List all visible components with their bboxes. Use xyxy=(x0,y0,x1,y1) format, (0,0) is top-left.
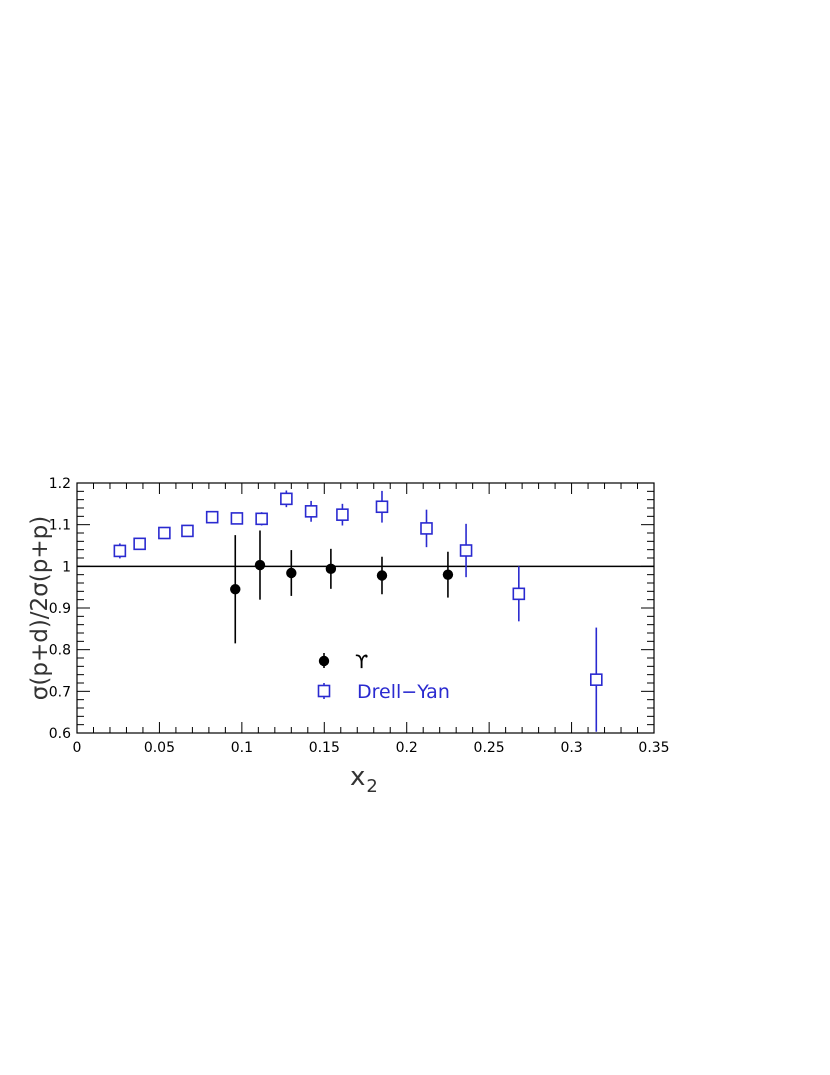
drell-yan-point xyxy=(336,508,349,521)
y-tick-label: 0.6 xyxy=(49,726,71,742)
marks-layer xyxy=(77,490,654,732)
drell-yan-point xyxy=(133,537,146,551)
upsilon-point xyxy=(442,569,454,580)
drell-yan-point xyxy=(181,524,194,538)
drell-yan-point xyxy=(158,526,171,540)
y-tick-label: 0.7 xyxy=(49,684,71,700)
upsilon-point xyxy=(376,570,388,581)
x-tick-label: 0.05 xyxy=(144,740,175,756)
x-tick-label: 0 xyxy=(73,740,82,756)
legend-drell-yan-label: Drell−Yan xyxy=(357,681,450,703)
ticks-layer xyxy=(76,482,655,734)
drell-yan-point xyxy=(113,544,127,558)
upsilon-point xyxy=(286,567,297,579)
y-tick-label: 0.8 xyxy=(49,643,71,659)
y-tick-label: 1.1 xyxy=(49,518,71,534)
y-tick-label: 1 xyxy=(62,559,71,575)
x-tick-label: 0.25 xyxy=(474,740,505,756)
x-tick-label: 0.15 xyxy=(309,740,340,756)
x-axis-title: x2 xyxy=(350,762,378,797)
upsilon-point xyxy=(230,584,241,595)
x-tick-label: 0.3 xyxy=(560,740,582,756)
legend-drell-yan-marker xyxy=(317,684,331,698)
drell-yan-point xyxy=(420,522,433,535)
drell-yan-point xyxy=(280,492,293,506)
drell-yan-point xyxy=(304,505,318,518)
y-tick-label: 0.9 xyxy=(49,601,71,617)
legend-upsilon-label: ϒ xyxy=(355,651,368,673)
y-tick-label: 1.2 xyxy=(49,476,71,492)
drell-yan-point xyxy=(205,510,219,524)
legend-upsilon-marker xyxy=(318,655,330,667)
drell-yan-point xyxy=(230,512,244,525)
y-axis-title: σ(p+d)/2σ(p+p) xyxy=(27,516,53,700)
drell-yan-point xyxy=(255,512,268,526)
drell-yan-point xyxy=(589,673,603,686)
x-tick-label: 0.35 xyxy=(638,740,669,756)
upsilon-point xyxy=(325,563,337,575)
labels-layer: 0 0.05 0.1 0.15 0.2 0.25 0.3 0.35 0.6 0.7 0.8 0.9 1 1… xyxy=(27,476,670,797)
drell-yan-point xyxy=(375,500,389,514)
drell-yan-point xyxy=(512,587,526,601)
legend: ϒ Drell−Yan xyxy=(317,651,450,703)
upsilon-point xyxy=(254,559,266,571)
x-tick-label: 0.2 xyxy=(396,740,418,756)
drell-yan-point xyxy=(459,544,473,557)
plot-frame xyxy=(76,482,655,734)
x-tick-label: 0.1 xyxy=(231,740,253,756)
